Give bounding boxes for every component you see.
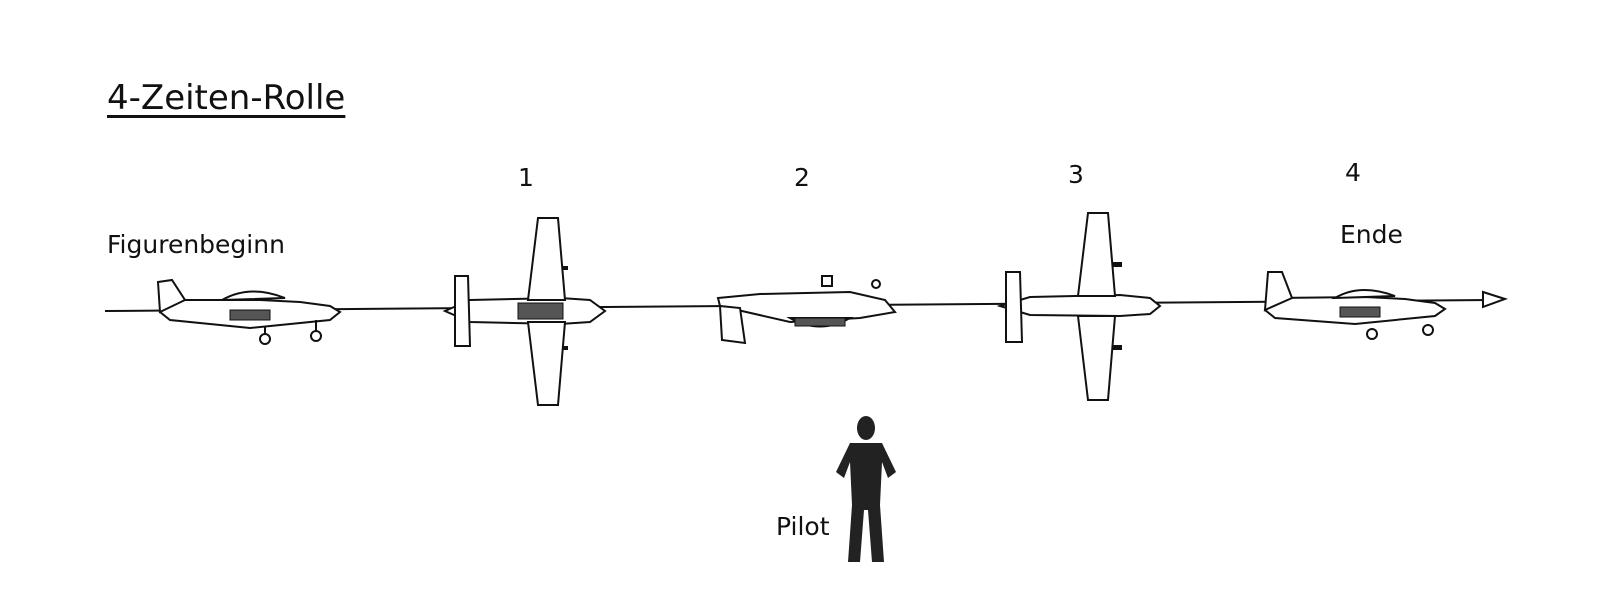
label-step-3: 3 [1068,160,1084,189]
pilot-silhouette [836,416,896,562]
aircraft-position-2-inverted-side-view [716,275,897,345]
aircraft-end-side-view [1263,271,1447,340]
label-step-4: 4 [1345,158,1361,187]
label-pilot: Pilot [776,512,830,541]
label-step-1: 1 [518,163,534,192]
label-step-2: 2 [794,163,810,192]
aircraft-position-1-top-view [442,217,607,406]
label-start: Figurenbeginn [107,230,285,259]
aircraft-position-3-top-view [996,212,1162,401]
aircraft-start-side-view [156,278,342,345]
label-end: Ende [1340,220,1403,249]
flight-path-arrowhead [1482,290,1509,309]
figure-title: 4-Zeiten-Rolle [107,78,346,118]
